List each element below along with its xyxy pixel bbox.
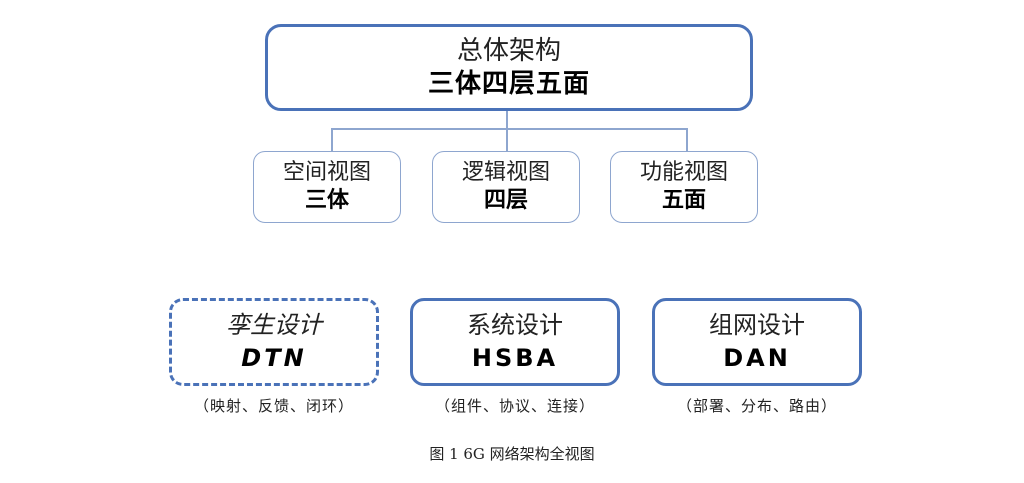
network-design-box: 组网设计 DAN [652,298,862,386]
system-design-box: 系统设计 HSBA [410,298,620,386]
design-title: 孪生设计 [226,311,322,339]
figure-caption: 图 1 6G 网络架构全视图 [429,445,595,463]
overall-architecture-box: 总体架构 三体四层五面 [265,24,753,111]
space-view-box: 空间视图 三体 [253,151,401,223]
connector-left [331,128,333,151]
overall-title: 总体架构 [456,35,561,66]
design-title: 系统设计 [467,311,563,339]
view-subtitle: 四层 [483,188,528,213]
twin-design-box: 孪生设计 DTN [169,298,379,386]
overall-subtitle: 三体四层五面 [427,68,590,99]
view-title: 功能视图 [639,160,728,185]
design-note: （组件、协议、连接） [434,397,595,415]
connector-horizontal [331,128,687,130]
view-title: 空间视图 [282,160,371,185]
connector-right [686,128,688,151]
view-title: 逻辑视图 [461,160,550,185]
design-note: （映射、反馈、闭环） [193,397,354,415]
design-title: 组网设计 [709,311,805,339]
logic-view-box: 逻辑视图 四层 [432,151,580,223]
view-subtitle: 五面 [661,188,706,213]
design-acronym: DTN [241,344,307,372]
connector-trunk [506,111,508,129]
view-subtitle: 三体 [304,188,349,213]
function-view-box: 功能视图 五面 [610,151,758,223]
connector-center [506,128,508,151]
design-note: （部署、分布、路由） [676,397,837,415]
design-acronym: DAN [723,344,791,372]
design-acronym: HSBA [471,344,559,372]
